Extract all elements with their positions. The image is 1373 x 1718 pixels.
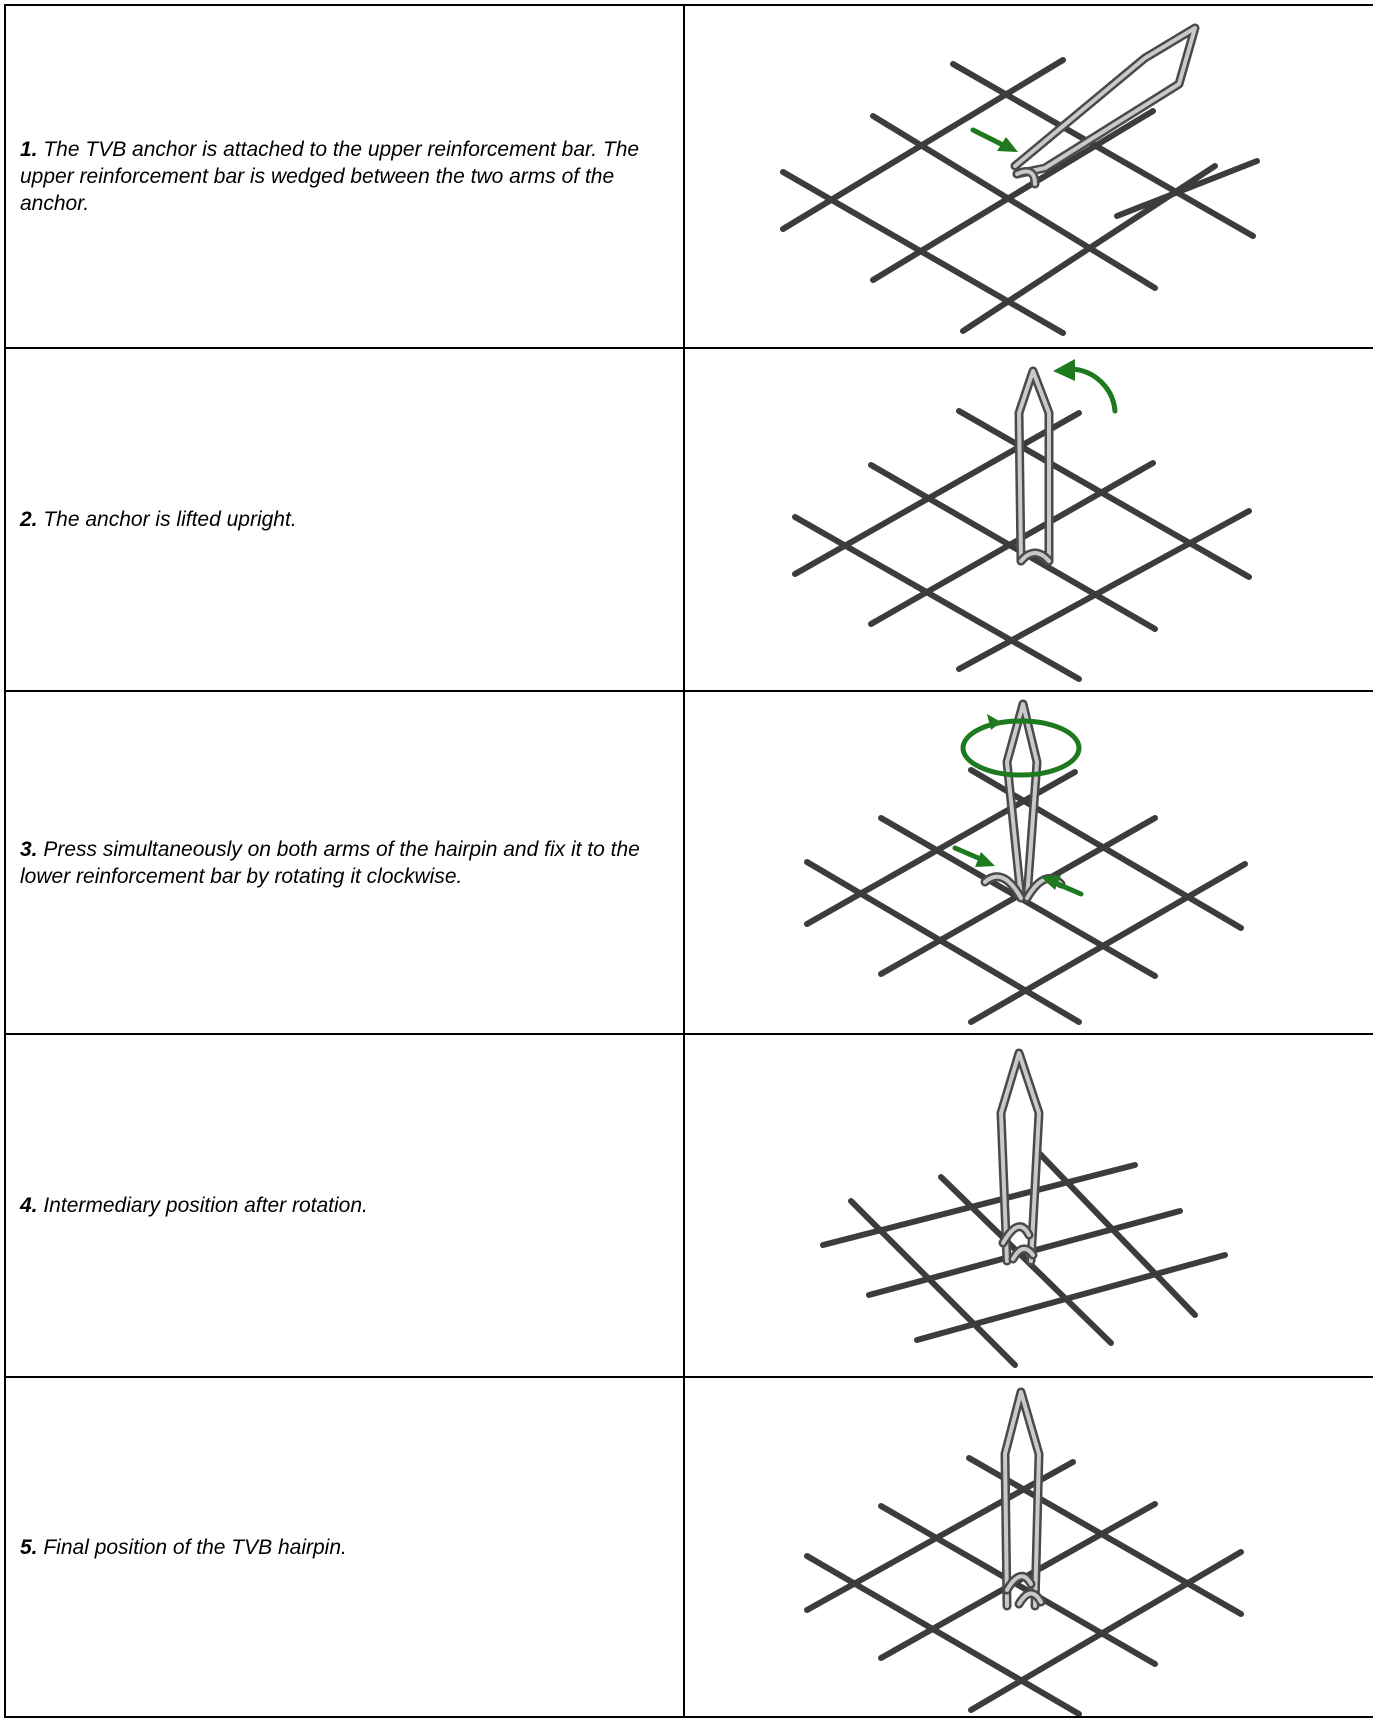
step-image-cell xyxy=(683,690,1373,1035)
step-text: Intermediary position after rotation. xyxy=(37,1194,368,1217)
step-image-cell xyxy=(683,347,1373,692)
step-description: 5. Final position of the TVB hairpin. xyxy=(6,1534,683,1561)
anchor-rotate-illustration xyxy=(804,699,1248,1025)
step-number: 4. xyxy=(20,1194,38,1217)
arrow-icon xyxy=(970,127,1018,152)
step-text-cell: 2. The anchor is lifted upright. xyxy=(4,347,685,692)
rebar-mesh xyxy=(804,1455,1244,1716)
tvb-hairpin xyxy=(1014,366,1054,566)
rotate-arrow-icon xyxy=(960,714,1082,778)
step-text-cell: 4. Intermediary position after rotation. xyxy=(4,1033,685,1378)
anchor-attached-illustration xyxy=(780,23,1260,336)
step-row-2: 2. The anchor is lifted upright. xyxy=(4,347,1373,692)
tvb-hairpin xyxy=(996,1048,1044,1266)
step-row-1: 1. The TVB anchor is attached to the upp… xyxy=(4,4,1373,349)
final-position-illustration xyxy=(804,1387,1244,1716)
step-image-cell xyxy=(683,4,1373,349)
step-text-cell: 1. The TVB anchor is attached to the upp… xyxy=(4,4,685,349)
step-description: 4. Intermediary position after rotation. xyxy=(6,1192,683,1219)
step-row-4: 4. Intermediary position after rotation. xyxy=(4,1033,1373,1378)
rebar-mesh xyxy=(792,408,1252,682)
step-number: 5. xyxy=(20,1535,38,1559)
intermediary-position-illustration xyxy=(820,1048,1228,1368)
installation-steps-table: 1. The TVB anchor is attached to the upp… xyxy=(4,4,1373,1718)
step-text: Final position of the TVB hairpin. xyxy=(37,1535,347,1559)
step-description: 2. The anchor is lifted upright. xyxy=(6,506,683,533)
step-row-3: 3. Press simultaneously on both arms of … xyxy=(4,690,1373,1035)
step-row-5: 5. Final position of the TVB hairpin. xyxy=(4,1376,1373,1718)
step-number: 2. xyxy=(20,508,38,531)
rotate-arrow-icon xyxy=(1053,359,1118,414)
step-description: 3. Press simultaneously on both arms of … xyxy=(6,836,683,890)
step-text: Press simultaneously on both arms of the… xyxy=(20,837,640,888)
rebar-mesh xyxy=(780,57,1260,336)
step-description: 1. The TVB anchor is attached to the upp… xyxy=(6,136,683,217)
arrow-icon xyxy=(952,845,1084,897)
anchor-upright-illustration xyxy=(792,359,1252,682)
tvb-hairpin xyxy=(1000,1387,1046,1611)
step-image-cell xyxy=(683,1376,1373,1718)
tvb-hairpin xyxy=(1010,23,1200,189)
step-text-cell: 3. Press simultaneously on both arms of … xyxy=(4,690,685,1035)
step-text: The anchor is lifted upright. xyxy=(37,508,297,531)
step-image-cell xyxy=(683,1033,1373,1378)
step-number: 1. xyxy=(20,138,38,161)
rebar-mesh xyxy=(820,1150,1228,1368)
step-number: 3. xyxy=(20,837,38,861)
step-text-cell: 5. Final position of the TVB hairpin. xyxy=(4,1376,685,1718)
step-text: The TVB anchor is attached to the upper … xyxy=(20,138,640,215)
